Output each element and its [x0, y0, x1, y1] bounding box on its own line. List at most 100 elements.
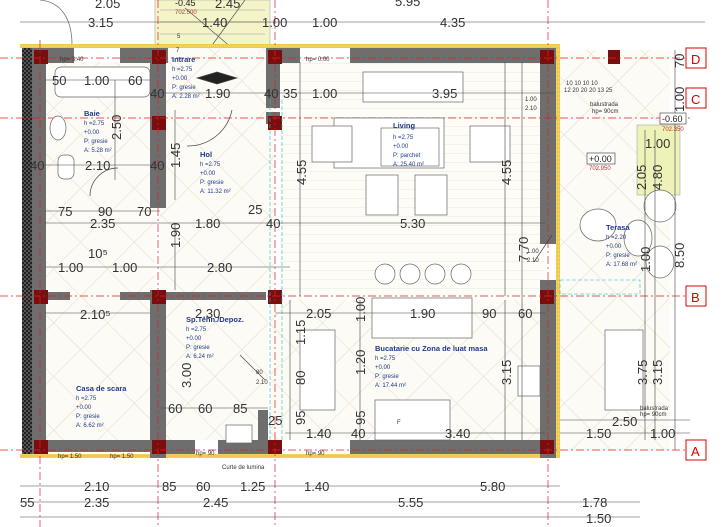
svg-text:1.00: 1.00 — [112, 260, 137, 275]
svg-text:2.50: 2.50 — [612, 414, 637, 429]
axis-markers: D C B A — [685, 47, 707, 461]
svg-text:2.05: 2.05 — [95, 0, 120, 11]
svg-text:50: 50 — [52, 73, 66, 88]
svg-text:1.25: 1.25 — [240, 479, 265, 494]
axis-lines — [0, 0, 690, 527]
level-terrace-step: -0.60 — [662, 114, 683, 124]
svg-text:5.95: 5.95 — [395, 0, 420, 9]
svg-text:hp= 3.40: hp= 3.40 — [60, 57, 84, 63]
svg-text:A: 6.62 m²: A: 6.62 m² — [76, 423, 104, 429]
svg-text:12 20 20 20 13 25: 12 20 20 20 13 25 — [564, 88, 613, 94]
svg-text:Intrare: Intrare — [172, 55, 195, 64]
svg-text:2.30: 2.30 — [195, 306, 220, 321]
svg-text:h =2.75: h =2.75 — [172, 67, 193, 73]
svg-text:+0.00: +0.00 — [172, 76, 188, 82]
svg-text:h =2.75: h =2.75 — [393, 135, 414, 141]
svg-text:2.35: 2.35 — [84, 495, 109, 510]
svg-text:1.00: 1.00 — [312, 86, 337, 101]
svg-text:5.80: 5.80 — [480, 479, 505, 494]
svg-text:1.90: 1.90 — [410, 306, 435, 321]
svg-text:2.05: 2.05 — [634, 165, 649, 190]
svg-text:1.50: 1.50 — [586, 511, 611, 526]
svg-text:A: 11.32 m²: A: 11.32 m² — [200, 189, 231, 195]
svg-text:1.00: 1.00 — [525, 97, 537, 103]
svg-text:702.500: 702.500 — [175, 10, 197, 16]
svg-text:1.40: 1.40 — [304, 479, 329, 494]
svg-text:3.15: 3.15 — [88, 15, 113, 30]
svg-text:P: gresie: P: gresie — [84, 139, 108, 145]
depoz-floor — [160, 300, 268, 440]
svg-text:3.15: 3.15 — [650, 360, 665, 385]
svg-text:60: 60 — [198, 401, 212, 416]
svg-text:Terasa: Terasa — [606, 223, 630, 232]
svg-text:55: 55 — [20, 495, 34, 510]
svg-text:702.950: 702.950 — [589, 166, 611, 172]
svg-text:1.80: 1.80 — [195, 216, 220, 231]
room-baie: Baie h =2.75 +0.00 P: gresie A: 5.28 m² — [84, 109, 112, 154]
svg-text:1.00: 1.00 — [84, 73, 109, 88]
svg-text:1.45: 1.45 — [168, 143, 183, 168]
room-terasa: Terasa h =2.20 +0.00 P: gresie A: 17.68 … — [606, 223, 637, 268]
svg-text:4.55: 4.55 — [499, 160, 514, 185]
svg-text:hp= 90cm: hp= 90cm — [640, 412, 667, 418]
room-living: Living h =2.75 +0.00 P: parchet A: 25.40… — [380, 121, 440, 168]
svg-text:2.10: 2.10 — [527, 258, 539, 264]
svg-text:1.00: 1.00 — [638, 247, 653, 272]
svg-text:702.350: 702.350 — [662, 127, 684, 133]
svg-text:1.78: 1.78 — [582, 495, 607, 510]
svg-text:3.75: 3.75 — [635, 360, 650, 385]
dims-bottom: 2.10 85 60 1.25 1.40 5.80 55 2.35 2.45 5… — [20, 479, 611, 526]
room-hol: Hol h =2.75 +0.00 P: gresie A: 11.32 m² — [200, 150, 231, 195]
door-swings — [89, 71, 553, 381]
svg-text:2.10: 2.10 — [84, 479, 109, 494]
svg-text:1.00: 1.00 — [312, 15, 337, 30]
dimension-lines — [20, 21, 705, 518]
svg-text:1.90: 1.90 — [168, 223, 183, 248]
svg-text:P: gresie: P: gresie — [172, 85, 196, 91]
cyan-guides — [269, 100, 641, 440]
axis-c: C — [691, 92, 700, 107]
svg-text:hp= 1.50: hp= 1.50 — [58, 454, 82, 460]
svg-text:Sp.Tehn./Depoz.: Sp.Tehn./Depoz. — [186, 315, 244, 324]
svg-text:P: gresie: P: gresie — [186, 345, 210, 351]
svg-text:2.10: 2.10 — [256, 380, 268, 386]
furniture — [49, 66, 677, 444]
svg-text:+0.00: +0.00 — [606, 244, 622, 250]
svg-text:1.40: 1.40 — [202, 15, 227, 30]
level-entry: -0.45 — [175, 0, 196, 8]
svg-text:90: 90 — [98, 204, 112, 219]
svg-text:hp= 90: hp= 90 — [306, 451, 325, 457]
svg-text:80: 80 — [256, 370, 263, 376]
axis-d: D — [691, 52, 700, 67]
svg-text:40: 40 — [264, 86, 278, 101]
axis-a: A — [691, 444, 700, 459]
svg-text:+0.00: +0.00 — [393, 144, 409, 150]
svg-text:80: 80 — [293, 371, 308, 385]
svg-text:2.45: 2.45 — [203, 495, 228, 510]
svg-text:+0.00: +0.00 — [375, 365, 391, 371]
svg-text:90: 90 — [482, 306, 496, 321]
hol-floor — [160, 100, 275, 295]
svg-text:+0.00: +0.00 — [84, 130, 100, 136]
svg-text:balustrada: balustrada — [640, 406, 669, 412]
svg-text:85: 85 — [233, 401, 247, 416]
svg-text:+0.00: +0.00 — [200, 171, 216, 177]
svg-text:8.50: 8.50 — [672, 243, 687, 268]
svg-text:hp= 1.50: hp= 1.50 — [110, 454, 134, 460]
svg-text:h =2.20: h =2.20 — [606, 235, 627, 241]
svg-text:4.55: 4.55 — [294, 160, 309, 185]
svg-text:P: gresie: P: gresie — [76, 414, 100, 420]
svg-text:A: 17.68 m²: A: 17.68 m² — [606, 262, 637, 268]
terrace-stair — [636, 124, 681, 196]
svg-text:1.20: 1.20 — [353, 350, 368, 375]
svg-text:5: 5 — [177, 34, 181, 40]
svg-text:h =2.75: h =2.75 — [84, 121, 105, 127]
svg-text:3.15: 3.15 — [499, 360, 514, 385]
svg-text:2.50: 2.50 — [109, 115, 124, 140]
svg-text:2.05: 2.05 — [306, 306, 331, 321]
svg-text:P: parchet: P: parchet — [393, 153, 421, 159]
svg-text:2.80: 2.80 — [207, 260, 232, 275]
svg-text:70: 70 — [137, 204, 151, 219]
svg-text:P: gresie: P: gresie — [606, 253, 630, 259]
svg-text:+0.00: +0.00 — [186, 336, 202, 342]
